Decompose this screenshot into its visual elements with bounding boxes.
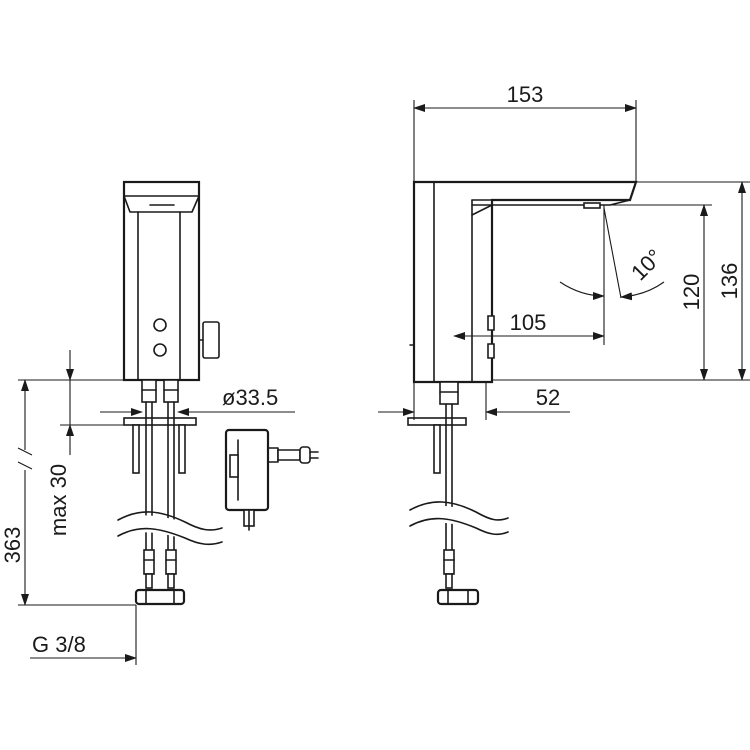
front-body (122, 180, 201, 382)
dim-diameter: ø33.5 (222, 385, 278, 410)
dim-52: 52 (536, 385, 560, 410)
power-adapter (224, 428, 319, 531)
dim-max-30: max 30 (46, 464, 71, 536)
dim-136: 136 (717, 263, 742, 300)
dim-thread: G 3/8 (32, 632, 86, 657)
dim-153: 153 (507, 82, 544, 107)
front-view (117, 180, 223, 606)
sensor-dot-lower (153, 343, 167, 357)
front-top-cap (123, 195, 200, 213)
side-hex-nut (436, 588, 480, 606)
front-hex-nut (134, 588, 186, 606)
front-dimensions: 363 max 30 ø33.5 G 3/8 (0, 350, 295, 665)
front-break-line (117, 511, 223, 548)
dim-363: 363 (0, 527, 25, 564)
dim-105: 105 (510, 310, 547, 335)
dim-angle: 10° (626, 244, 667, 285)
side-body (412, 180, 638, 384)
dim-120: 120 (679, 274, 704, 311)
front-mount-plate (123, 417, 197, 426)
sensor-dot-upper (153, 318, 167, 332)
side-lever (202, 321, 220, 359)
side-view (407, 180, 638, 606)
